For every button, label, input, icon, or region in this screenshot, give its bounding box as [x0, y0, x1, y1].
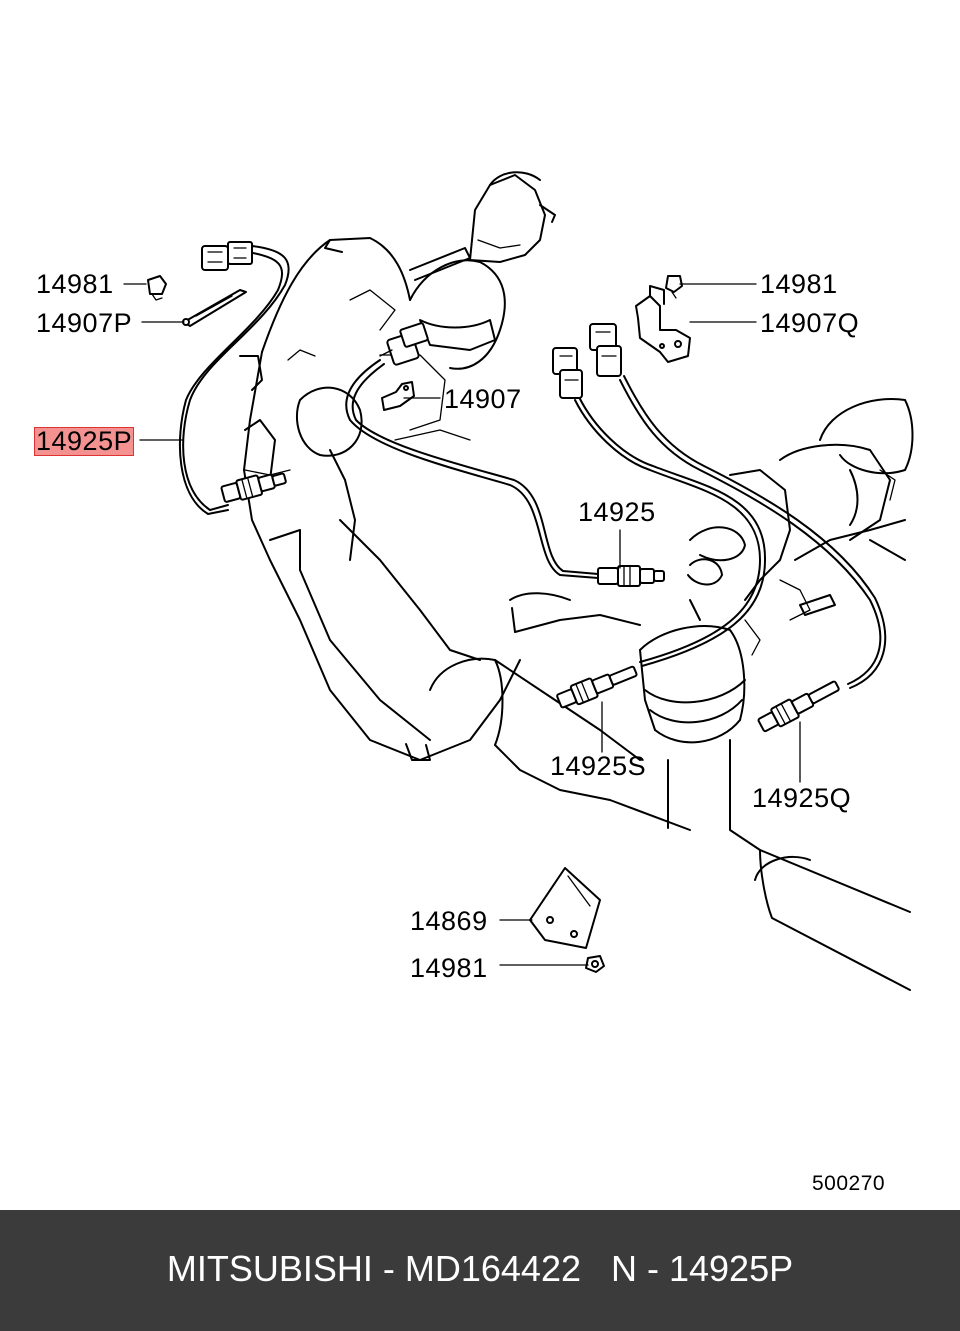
- connector-14925P: [201, 241, 253, 271]
- connector-14907: [379, 322, 429, 366]
- footer-part-text: MITSUBISHI - MD164422 N - 14925P: [166, 1248, 794, 1289]
- connector-14925S: [552, 347, 583, 399]
- callout-14925P-highlighted[interactable]: 14925P: [33, 426, 135, 456]
- callout-14907: 14907: [444, 384, 522, 414]
- callout-14907Q: 14907Q: [760, 308, 860, 338]
- callout-14869: 14869: [410, 906, 488, 936]
- callout-14981-right: 14981: [760, 269, 838, 299]
- sensor-14925P: [220, 472, 287, 503]
- callout-14981-bottom: 14981: [410, 953, 488, 983]
- brackets-and-fasteners: [147, 275, 691, 973]
- footer-bar: MITSUBISHI - MD164422 N - 14925P: [0, 1210, 960, 1331]
- sensor-connectors: [201, 241, 622, 399]
- callout-14981-left: 14981: [36, 269, 114, 299]
- leader-lines: [123, 283, 801, 966]
- sensor-14925Q: [757, 680, 840, 733]
- heat-shield-14869: [529, 867, 601, 949]
- bracket-14907Q: [635, 285, 691, 363]
- sensor-harness-lines: [178, 245, 887, 689]
- bracket-14907: [381, 381, 415, 411]
- nut-14981-bottom: [585, 955, 605, 973]
- sensor-14925S: [556, 665, 638, 709]
- callout-14925Q: 14925Q: [752, 783, 852, 813]
- oxygen-sensors: [220, 472, 840, 733]
- bolt-14981-right: [665, 275, 683, 299]
- exhaust-manifold-drawing: [239, 171, 641, 761]
- drawing-code: 500270: [812, 1172, 886, 1195]
- callout-14925S: 14925S: [550, 751, 647, 781]
- callout-14907P: 14907P: [36, 308, 133, 338]
- sensor-14925: [597, 565, 665, 587]
- callout-14925: 14925: [578, 497, 656, 527]
- exhaust-oxygen-sensor-diagram: [123, 171, 914, 991]
- clip-14907P: [182, 289, 247, 327]
- connector-14925Q: [589, 323, 622, 377]
- bolt-14981-left: [147, 275, 167, 301]
- exhaust-pipe-drawing: [429, 398, 914, 991]
